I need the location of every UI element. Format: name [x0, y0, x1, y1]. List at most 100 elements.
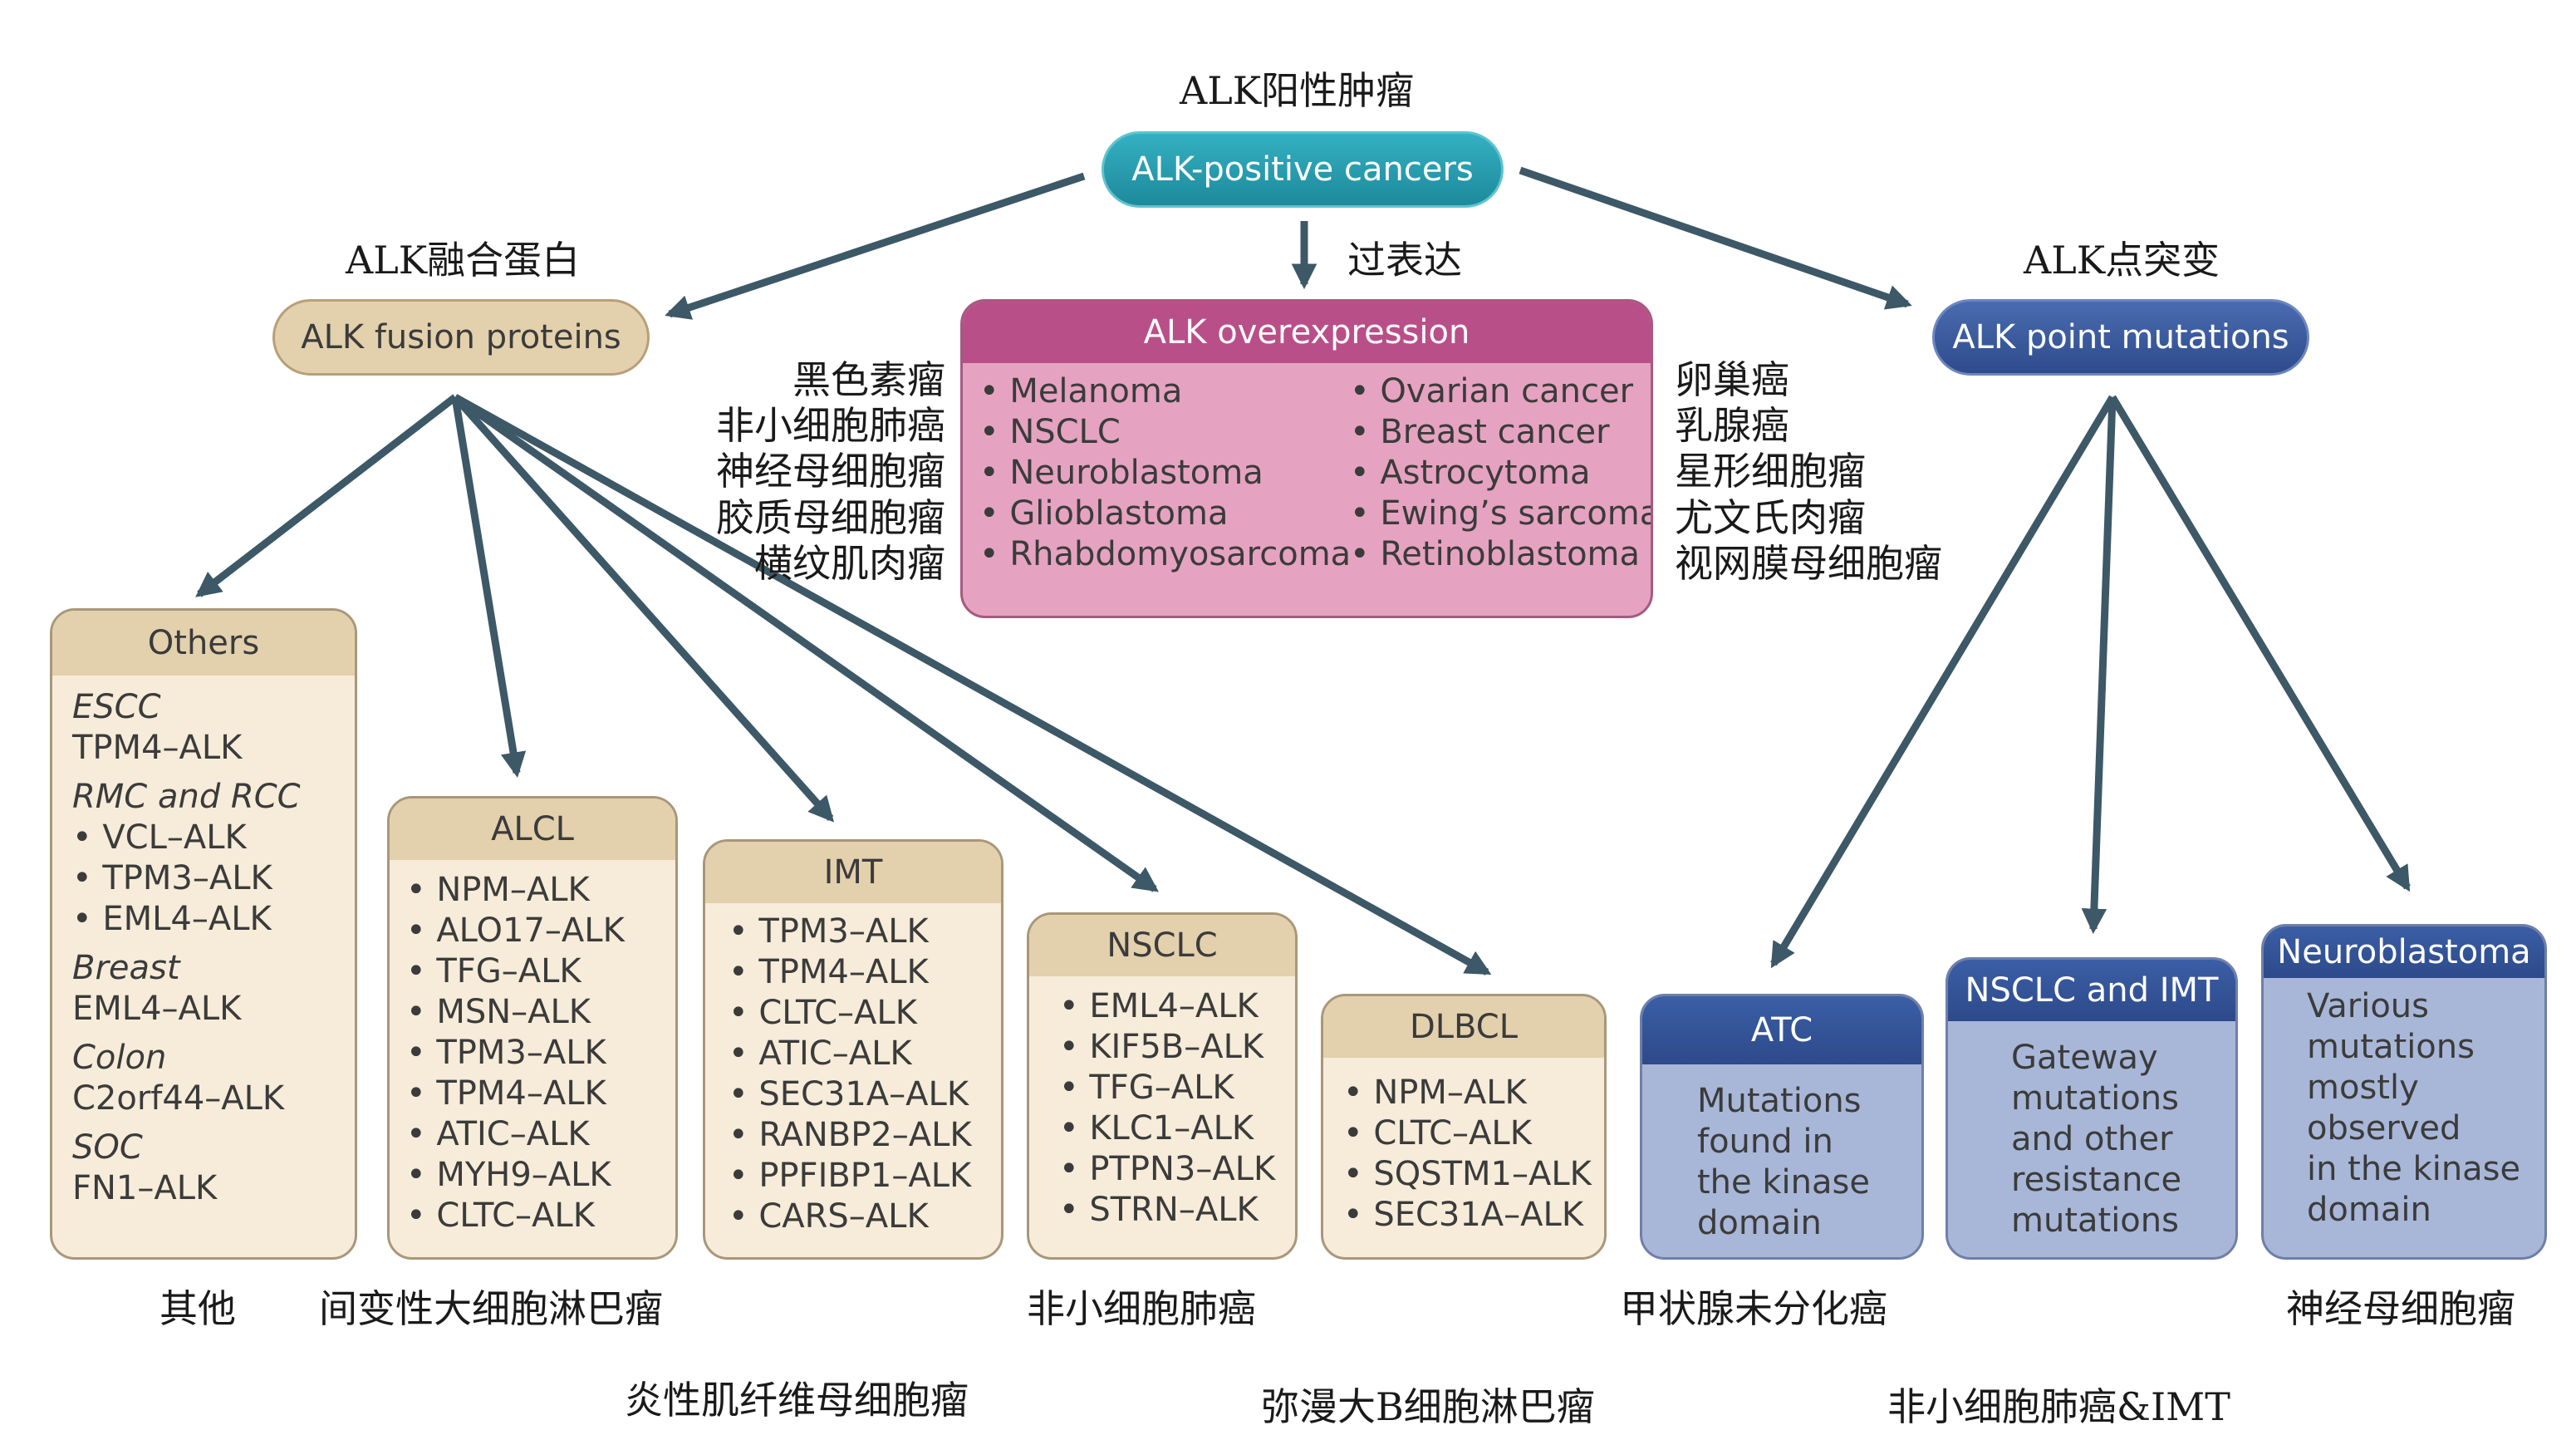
- dlbcl-body: NPM–ALK CLTC–ALK SQSTM1–ALK SEC31A–ALK: [1323, 1058, 1604, 1236]
- list-item: SQSTM1–ALK: [1343, 1154, 1604, 1195]
- text-line: domain: [1697, 1204, 1822, 1242]
- text-line: resistance: [2011, 1161, 2182, 1199]
- list-item: ATIC–ALK: [729, 1034, 1001, 1074]
- arrow-point-to-atc: [1770, 395, 2116, 969]
- colon-item: C2orf44–ALK: [72, 1079, 285, 1118]
- neuroblastoma-cn-label: 神经母细胞瘤: [2286, 1286, 2515, 1331]
- list-item: RANBP2–ALK: [729, 1115, 1001, 1156]
- text-line: Various: [2307, 987, 2429, 1025]
- dlbcl-box: DLBCL NPM–ALK CLTC–ALK SQSTM1–ALK SEC31A…: [1321, 994, 1607, 1260]
- arrow-fusion-to-nsclc: [453, 394, 1160, 892]
- dlbcl-list: NPM–ALK CLTC–ALK SQSTM1–ALK SEC31A–ALK: [1343, 1073, 1604, 1236]
- nsclc-cn-label: 非小细胞肺癌: [1027, 1286, 1256, 1331]
- list-item: Astrocytoma: [1350, 453, 1651, 494]
- list-item: Ovarian cancer: [1350, 371, 1651, 412]
- overexpression-lists: Melanoma NSCLC Neuroblastoma Glioblastom…: [963, 363, 1651, 575]
- text-line: mostly: [2307, 1069, 2419, 1107]
- atc-header: ATC: [1642, 996, 1921, 1064]
- atc-box: ATC Mutations found in the kinase domain: [1640, 994, 1924, 1260]
- nsclc-list: EML4–ALK KIF5B–ALK TFG–ALK KLC1–ALK PTPN…: [1059, 986, 1295, 1231]
- soc-item: FN1–ALK: [72, 1169, 218, 1207]
- list-item: MSN–ALK: [406, 992, 675, 1033]
- alk-overexpression-box: ALK overexpression Melanoma NSCLC Neurob…: [960, 299, 1653, 618]
- nsclc-imt-cn-label: 非小细胞肺癌&IMT: [1887, 1384, 2230, 1429]
- atc-body: Mutations found in the kinase domain: [1642, 1064, 1921, 1244]
- imt-header: IMT: [705, 842, 1001, 903]
- arrow-root-to-fusion: [665, 172, 1086, 320]
- list-item: CLTC–ALK: [1343, 1113, 1604, 1154]
- nsclc-header: NSCLC: [1029, 915, 1295, 976]
- nsclc-imt-header: NSCLC and IMT: [1948, 960, 2235, 1021]
- text-line: in the kinase: [2307, 1150, 2521, 1188]
- neuroblastoma-body: Various mutations mostly observed in the…: [2264, 978, 2544, 1231]
- colon-title: Colon: [72, 1039, 167, 1077]
- text-line: domain: [2307, 1191, 2431, 1229]
- atc-cn-label: 甲状腺未分化癌: [1620, 1286, 1887, 1331]
- alcl-box: ALCL NPM–ALK ALO17–ALK TFG–ALK MSN–ALK T…: [387, 796, 678, 1260]
- alk-point-mutations-node: ALK point mutations: [1932, 299, 2309, 376]
- arrow-point-to-neuroblastoma: [2109, 395, 2411, 892]
- list-item: PTPN3–ALK: [1059, 1149, 1295, 1190]
- cn-label: 视网膜母细胞瘤: [1675, 540, 1942, 586]
- alcl-body: NPM–ALK ALO17–ALK TFG–ALK MSN–ALK TPM3–A…: [390, 860, 675, 1236]
- text-line: mutations: [2011, 1079, 2179, 1118]
- list-item: TPM4–ALK: [406, 1074, 675, 1114]
- list-item: Melanoma: [979, 371, 1350, 412]
- cn-label: 胶质母细胞瘤: [716, 494, 945, 540]
- list-item: Neuroblastoma: [979, 453, 1350, 494]
- nsclc-body: EML4–ALK KIF5B–ALK TFG–ALK KLC1–ALK PTPN…: [1029, 976, 1295, 1231]
- list-item: STRN–ALK: [1059, 1190, 1295, 1231]
- alcl-cn-label: 间变性大细胞淋巴瘤: [319, 1286, 663, 1331]
- imt-box: IMT TPM3–ALK TPM4–ALK CLTC–ALK ATIC–ALK …: [703, 839, 1003, 1260]
- list-item: NSCLC: [979, 412, 1350, 453]
- cn-label: 卵巢癌: [1675, 357, 1789, 402]
- list-item: TPM4–ALK: [729, 952, 1001, 993]
- arrow-fusion-to-alcl: [451, 396, 527, 779]
- overexpression-right-list: Ovarian cancer Breast cancer Astrocytoma…: [1350, 371, 1651, 575]
- alk-positive-cancers-node: ALK-positive cancers: [1102, 131, 1504, 208]
- text-line: mutations: [2307, 1028, 2475, 1066]
- rmc-rcc-list: VCL–ALK TPM3–ALK EML4–ALK: [72, 818, 355, 940]
- list-item: Rhabdomyosarcoma: [979, 534, 1351, 575]
- text-line: mutations: [2011, 1201, 2179, 1240]
- cn-label: 横纹肌肉瘤: [754, 540, 945, 586]
- list-item: EML4–ALK: [72, 899, 355, 940]
- breast-title: Breast: [72, 949, 180, 987]
- cn-label: 神经母细胞瘤: [716, 449, 945, 494]
- list-item: NPM–ALK: [1343, 1073, 1604, 1113]
- list-item: ALO17–ALK: [406, 911, 675, 951]
- fusion-cn-label: ALK融合蛋白: [346, 238, 581, 283]
- arrow-fusion-to-imt: [452, 395, 835, 823]
- nsclc-box: NSCLC EML4–ALK KIF5B–ALK TFG–ALK KLC1–AL…: [1027, 912, 1298, 1260]
- nsclc-imt-body: Gateway mutations and other resistance m…: [1948, 1021, 2235, 1241]
- escc-item: TPM4–ALK: [72, 729, 243, 767]
- escc-title: ESCC: [72, 688, 161, 726]
- list-item: SEC31A–ALK: [729, 1074, 1001, 1115]
- list-item: TFG–ALK: [1059, 1068, 1295, 1108]
- rmc-rcc-title: RMC and RCC: [72, 778, 301, 816]
- list-item: MYH9–ALK: [406, 1155, 675, 1196]
- overexpression-right-cn-labels: 卵巢癌 乳腺癌 星形细胞瘤 尤文氏肉瘤 视网膜母细胞瘤: [1675, 357, 1942, 587]
- alcl-header: ALCL: [390, 799, 675, 860]
- dlbcl-cn-label: 弥漫大B细胞淋巴瘤: [1261, 1384, 1595, 1429]
- soc-title: SOC: [72, 1128, 143, 1167]
- list-item: Breast cancer: [1350, 412, 1651, 453]
- text-line: and other: [2011, 1120, 2173, 1158]
- others-header: Others: [52, 611, 355, 676]
- alcl-list: NPM–ALK ALO17–ALK TFG–ALK MSN–ALK TPM3–A…: [406, 870, 675, 1236]
- overexpression-cn-label: 过表达: [1347, 238, 1462, 283]
- alk-fusion-proteins-node: ALK fusion proteins: [272, 299, 650, 376]
- others-body: ESCC TPM4–ALK RMC and RCC VCL–ALK TPM3–A…: [52, 676, 355, 1209]
- text-line: the kinase: [1697, 1163, 1870, 1201]
- others-cn-label: 其他: [159, 1286, 236, 1331]
- text-line: Mutations: [1697, 1082, 1862, 1120]
- neuroblastoma-box: Neuroblastoma Various mutations mostly o…: [2261, 924, 2547, 1260]
- arrow-root-to-point: [1519, 166, 1912, 310]
- list-item: NPM–ALK: [406, 870, 675, 911]
- text-line: observed: [2307, 1109, 2461, 1147]
- cn-label: 非小细胞肺癌: [716, 403, 945, 449]
- imt-list: TPM3–ALK TPM4–ALK CLTC–ALK ATIC–ALK SEC3…: [729, 912, 1001, 1237]
- list-item: CARS–ALK: [729, 1197, 1001, 1237]
- list-item: TPM3–ALK: [406, 1033, 675, 1074]
